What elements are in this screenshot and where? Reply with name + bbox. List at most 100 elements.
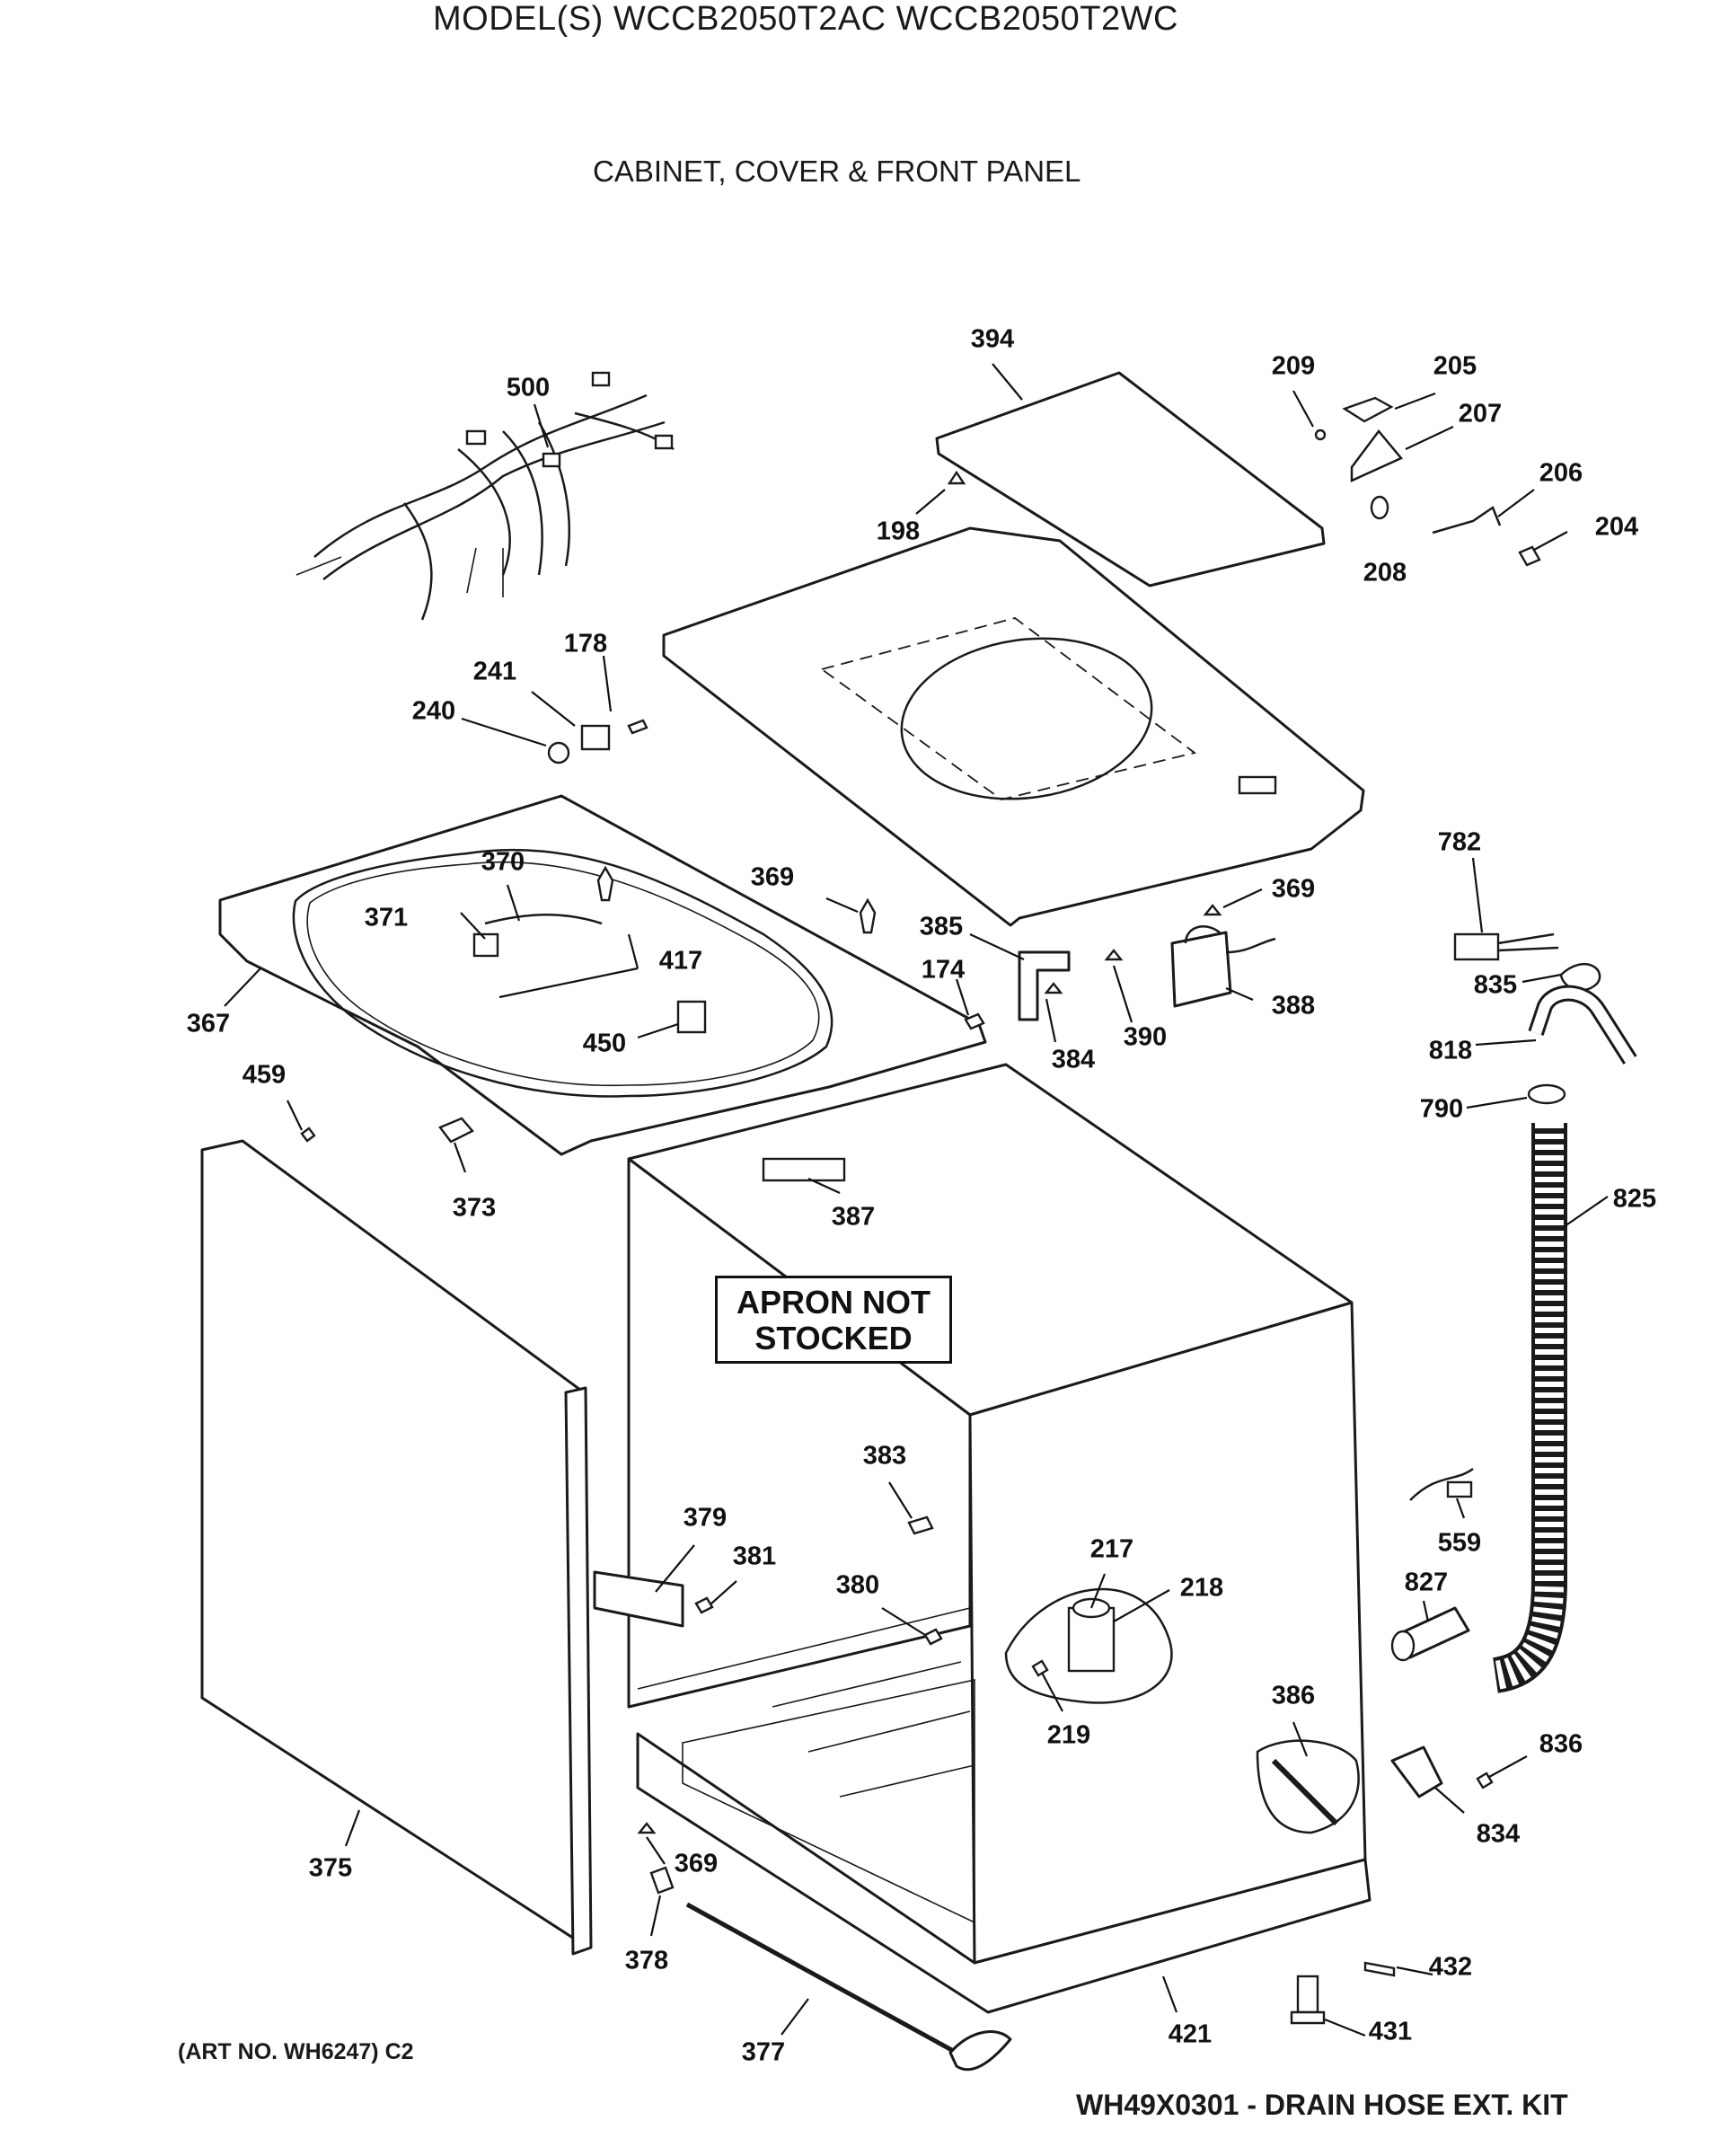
- callout-198: 198: [876, 517, 921, 546]
- callout-375: 375: [308, 1853, 353, 1883]
- screw-369-switch: [1203, 904, 1222, 916]
- callout-825: 825: [1612, 1184, 1657, 1214]
- callout-209: 209: [1271, 351, 1316, 381]
- hose-818: [1530, 987, 1636, 1064]
- screw-178: [627, 719, 648, 735]
- callout-381: 381: [732, 1542, 777, 1571]
- screw-459: [300, 1127, 316, 1143]
- callout-378: 378: [624, 1946, 669, 1975]
- callout-390: 390: [1123, 1022, 1168, 1052]
- callout-834: 834: [1476, 1819, 1521, 1849]
- callout-380: 380: [835, 1570, 880, 1600]
- lid-switch-388: [1170, 925, 1276, 1008]
- screw-836: [1476, 1772, 1494, 1789]
- callout-174: 174: [921, 955, 966, 985]
- callout-207: 207: [1458, 399, 1503, 429]
- pin-432: [1363, 1961, 1396, 1977]
- bracket-373: [438, 1117, 474, 1144]
- clip-241: [580, 724, 611, 751]
- clamp-790: [1527, 1083, 1566, 1105]
- callout-388: 388: [1271, 991, 1316, 1021]
- callout-394: 394: [970, 324, 1015, 354]
- callout-385: 385: [919, 912, 964, 941]
- foot-378: [649, 1866, 675, 1895]
- callout-559: 559: [1437, 1528, 1482, 1558]
- apron-not-stocked-note: APRON NOT STOCKED: [715, 1276, 952, 1364]
- callout-383: 383: [862, 1441, 907, 1471]
- strap-370: [484, 914, 603, 925]
- clip-204: [1518, 545, 1541, 567]
- callout-782: 782: [1437, 827, 1482, 857]
- bushing-208: [1370, 495, 1389, 520]
- lid-rod-207: [1350, 429, 1404, 482]
- screw-219: [1031, 1659, 1049, 1677]
- bumper-240: [547, 741, 570, 764]
- rod-377-end: [948, 2030, 1012, 2072]
- note-line-1: APRON NOT: [737, 1284, 931, 1321]
- part-559: [1446, 1480, 1473, 1498]
- callout-377: 377: [741, 2037, 786, 2067]
- section-title: CABINET, COVER & FRONT PANEL: [593, 155, 1081, 188]
- leader-lines: [224, 363, 1609, 2037]
- bracket-387: [762, 1157, 846, 1182]
- wire-harness-500: [295, 371, 675, 621]
- callout-818: 818: [1428, 1036, 1473, 1065]
- callout-208: 208: [1363, 558, 1407, 588]
- drain-hose-825: [1492, 1123, 1567, 1693]
- lid-part-394: [935, 371, 1326, 588]
- screw-380: [923, 1628, 943, 1646]
- callout-386: 386: [1271, 1681, 1316, 1710]
- callout-217: 217: [1089, 1534, 1134, 1564]
- screw-209: [1314, 429, 1327, 441]
- adapter-827-end: [1390, 1630, 1416, 1662]
- front-panel-375: [200, 1139, 593, 1956]
- screw-417: [596, 865, 614, 902]
- callout-240: 240: [411, 696, 456, 726]
- screw-381: [694, 1596, 714, 1614]
- callout-387: 387: [831, 1202, 876, 1232]
- callout-459: 459: [242, 1060, 287, 1090]
- screw-369-top: [859, 897, 877, 934]
- callout-432: 432: [1428, 1952, 1473, 1982]
- bumper-198: [947, 470, 966, 485]
- callout-219: 219: [1046, 1720, 1091, 1750]
- drain-hose-kit-footer: WH49X0301 - DRAIN HOSE EXT. KIT: [1076, 2089, 1568, 2121]
- callout-450: 450: [582, 1029, 627, 1058]
- callout-369-top: 369: [750, 862, 795, 892]
- callout-431: 431: [1368, 2017, 1413, 2046]
- screw-369-bottom: [637, 1822, 657, 1834]
- callout-835: 835: [1473, 970, 1518, 1000]
- callout-371: 371: [364, 903, 409, 932]
- callout-204: 204: [1594, 512, 1639, 542]
- callout-790: 790: [1419, 1094, 1464, 1124]
- connector-782: [1453, 932, 1559, 961]
- note-line-2: STOCKED: [754, 1320, 913, 1356]
- mixing-valve-217-218: [1004, 1587, 1173, 1704]
- clip-371: [472, 932, 499, 958]
- model-header: MODEL(S) WCCB2050T2AC WCCB2050T2WC: [433, 0, 1178, 38]
- leveling-leg-431: [1290, 1975, 1326, 2025]
- cabinet-body: [627, 1063, 1372, 2014]
- callout-241: 241: [472, 657, 517, 686]
- screw-174: [964, 1012, 985, 1030]
- bracket-385: [1018, 950, 1071, 1021]
- callout-827: 827: [1404, 1568, 1449, 1597]
- callout-370: 370: [481, 847, 525, 877]
- bracket-386-rail: [1271, 1758, 1339, 1826]
- callout-369-bottom: 369: [674, 1849, 719, 1878]
- callout-836: 836: [1539, 1729, 1583, 1759]
- bracket-206: [1432, 506, 1502, 535]
- hinge-205: [1342, 396, 1394, 423]
- rod-377: [685, 1902, 958, 2055]
- callout-369-switch: 369: [1271, 874, 1316, 904]
- callout-373: 373: [452, 1193, 497, 1223]
- callout-421: 421: [1168, 2019, 1213, 2049]
- screw-384: [1044, 982, 1063, 994]
- art-number: (ART NO. WH6247) C2: [178, 2039, 414, 2064]
- callout-206: 206: [1539, 458, 1583, 488]
- clip-834: [1390, 1745, 1443, 1798]
- callout-218: 218: [1179, 1573, 1224, 1603]
- screw-390: [1104, 949, 1124, 961]
- callout-178: 178: [563, 629, 608, 658]
